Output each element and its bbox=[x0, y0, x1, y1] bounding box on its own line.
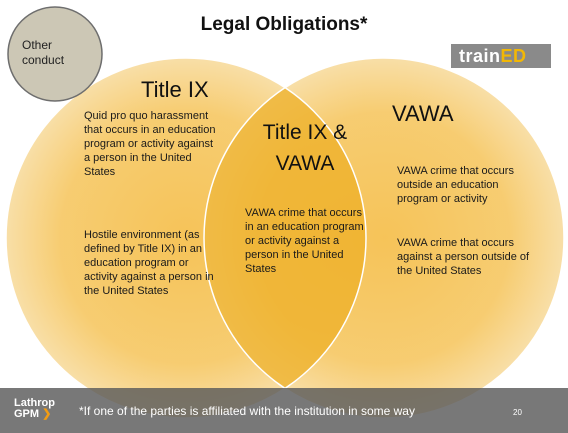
lathrop-gpm-logo: Lathrop GPM ❯ bbox=[14, 398, 55, 420]
brand-line-2: GPM bbox=[14, 408, 40, 420]
vawa-heading: VAWA bbox=[392, 101, 454, 126]
other-conduct-circle bbox=[7, 6, 103, 102]
footer-bar bbox=[0, 388, 568, 433]
logo-brand-text: train bbox=[459, 46, 501, 66]
brand-mark-icon: ❯ bbox=[39, 408, 52, 420]
vawa-item-outside-us: VAWA crime that occurs against a person … bbox=[397, 237, 530, 277]
vawa-item-outside-program: VAWA crime that occurs outside an educat… bbox=[397, 165, 514, 205]
logo-accent-text: ED bbox=[500, 46, 527, 66]
title-ix-heading: Title IX bbox=[141, 77, 209, 102]
footnote: *If one of the parties is affiliated wit… bbox=[79, 404, 415, 418]
overlap-region bbox=[204, 58, 366, 418]
other-conduct-label: Other conduct bbox=[22, 38, 65, 67]
slide-title: Legal Obligations* bbox=[200, 14, 368, 35]
page-number: 20 bbox=[513, 408, 522, 417]
overlap-heading: Title IX & VAWA bbox=[262, 121, 348, 175]
title-ix-item-hostile-environment: Hostile environment (as defined by Title… bbox=[84, 229, 214, 297]
overlap-item-vawa-crime: VAWA crime that occurs in an education p… bbox=[245, 207, 364, 275]
trained-logo: trainED bbox=[451, 44, 551, 68]
brand-line-1: Lathrop bbox=[14, 397, 55, 409]
title-ix-item-quid-pro-quo: Quid pro quo harassment that occurs in a… bbox=[84, 110, 216, 178]
